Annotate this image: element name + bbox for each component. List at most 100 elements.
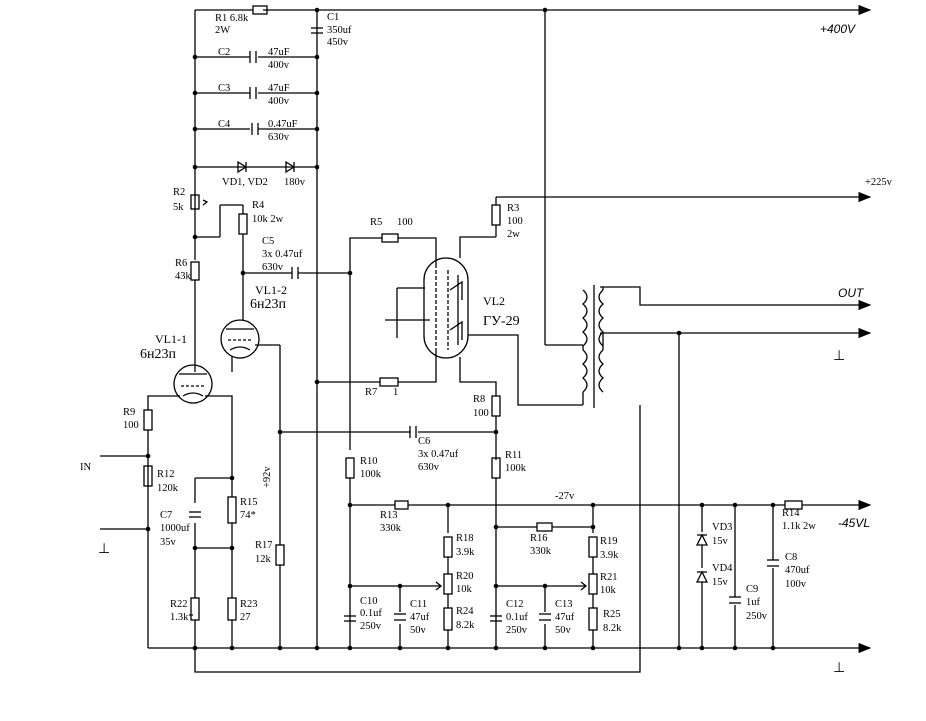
svg-text:C11: C11 <box>410 599 427 610</box>
label-in: IN <box>80 462 91 473</box>
resistor-r14 <box>784 500 803 510</box>
wires <box>100 4 872 673</box>
svg-text:74*: 74* <box>240 510 256 521</box>
svg-text:VD3: VD3 <box>712 522 732 533</box>
svg-text:R9: R9 <box>123 407 135 418</box>
svg-text:2W: 2W <box>215 25 230 36</box>
svg-text:C8: C8 <box>785 552 797 563</box>
resistor-r8 <box>491 395 501 417</box>
svg-text:R14: R14 <box>782 508 800 519</box>
ground-symbol-out: ⊥ <box>833 349 845 364</box>
svg-text:R19: R19 <box>600 536 618 547</box>
junctions <box>145 7 776 651</box>
labels: +400V +225v OUT -45VL -27v +92v IN VL1-1… <box>80 12 893 676</box>
resistor-r23 <box>227 597 237 621</box>
svg-text:R17: R17 <box>255 540 273 551</box>
svg-text:630v: 630v <box>268 132 290 143</box>
label-out: OUT <box>838 286 865 300</box>
vl1-2-ref: VL1-2 <box>255 283 287 297</box>
svg-text:C9: C9 <box>746 584 758 595</box>
svg-text:R1 6.8k: R1 6.8k <box>215 13 249 24</box>
vl1-1-ref: VL1-1 <box>155 332 187 346</box>
svg-text:R7: R7 <box>365 387 377 398</box>
diode-vd4 <box>695 570 709 583</box>
svg-text:R22: R22 <box>170 599 188 610</box>
svg-text:R16: R16 <box>530 533 548 544</box>
label-45v: -45VL <box>838 516 870 530</box>
vl2-type: ГУ-29 <box>483 314 520 329</box>
svg-text:R25: R25 <box>603 609 621 620</box>
svg-text:15v: 15v <box>712 577 729 588</box>
svg-text:1.3k*: 1.3k* <box>170 612 194 623</box>
svg-text:R24: R24 <box>456 606 474 617</box>
svg-text:1000uf: 1000uf <box>160 523 190 534</box>
svg-text:C3: C3 <box>218 83 230 94</box>
svg-text:R20: R20 <box>456 571 474 582</box>
svg-text:450v: 450v <box>327 37 349 48</box>
resistor-r9 <box>143 409 153 431</box>
diode-vd3 <box>695 533 709 546</box>
diode-vd1 <box>237 160 248 174</box>
resistor-r20 <box>443 573 453 595</box>
svg-text:1uf: 1uf <box>746 597 761 608</box>
resistors <box>143 5 803 631</box>
svg-text:R5: R5 <box>370 217 382 228</box>
svg-text:C4: C4 <box>218 119 231 130</box>
ground-symbol-left: ⊥ <box>98 542 110 557</box>
svg-text:C5: C5 <box>262 236 274 247</box>
resistor-r25 <box>588 607 598 631</box>
svg-text:250v: 250v <box>360 621 382 632</box>
resistor-r17 <box>275 544 285 566</box>
label-400v: +400V <box>820 22 856 36</box>
svg-text:180v: 180v <box>284 177 306 188</box>
svg-text:VD1, VD2: VD1, VD2 <box>222 177 268 188</box>
svg-text:47uF: 47uF <box>268 47 290 58</box>
svg-text:1: 1 <box>393 387 398 398</box>
resistor-r10 <box>345 457 355 479</box>
svg-text:250v: 250v <box>746 611 768 622</box>
resistor-r24 <box>443 607 453 631</box>
vl1-2-type: 6н23п <box>250 297 286 312</box>
tube-vl1-2 <box>220 310 260 359</box>
svg-text:1.1k 2w: 1.1k 2w <box>782 521 816 532</box>
svg-text:100k: 100k <box>360 469 382 480</box>
svg-text:250v: 250v <box>506 625 528 636</box>
svg-text:R15: R15 <box>240 497 258 508</box>
diode-vd2 <box>285 160 296 174</box>
resistor-r11 <box>491 457 501 479</box>
resistor-r19 <box>588 536 598 558</box>
svg-text:43k: 43k <box>175 271 192 282</box>
svg-text:R4: R4 <box>252 200 265 211</box>
svg-text:100: 100 <box>397 217 413 228</box>
svg-text:C2: C2 <box>218 47 230 58</box>
svg-text:10k: 10k <box>456 584 473 595</box>
svg-text:5k: 5k <box>173 202 184 213</box>
tube-vl1-1 <box>173 364 213 404</box>
svg-text:R11: R11 <box>505 450 522 461</box>
svg-text:100k: 100k <box>505 463 527 474</box>
svg-text:R6: R6 <box>175 258 187 269</box>
svg-text:R12: R12 <box>157 469 175 480</box>
svg-text:100v: 100v <box>785 579 807 590</box>
resistor-r15 <box>227 496 237 524</box>
svg-text:0.47uF: 0.47uF <box>268 119 298 130</box>
resistor-r2 <box>190 194 200 210</box>
svg-text:50v: 50v <box>555 625 572 636</box>
svg-text:0.1uf: 0.1uf <box>506 612 528 623</box>
svg-text:50v: 50v <box>410 625 427 636</box>
svg-text:R10: R10 <box>360 456 378 467</box>
svg-text:8.2k: 8.2k <box>603 623 622 634</box>
resistor-r13 <box>394 500 409 510</box>
label-27v: -27v <box>555 491 575 502</box>
svg-text:C13: C13 <box>555 599 573 610</box>
svg-text:VD4: VD4 <box>712 563 733 574</box>
label-225v: +225v <box>865 177 893 188</box>
svg-text:100: 100 <box>473 408 489 419</box>
svg-text:3.9k: 3.9k <box>456 547 475 558</box>
svg-text:R18: R18 <box>456 533 474 544</box>
svg-text:470uf: 470uf <box>785 565 810 576</box>
svg-text:120k: 120k <box>157 483 179 494</box>
svg-text:3x 0.47uf: 3x 0.47uf <box>262 249 303 260</box>
svg-text:47uf: 47uf <box>410 612 430 623</box>
